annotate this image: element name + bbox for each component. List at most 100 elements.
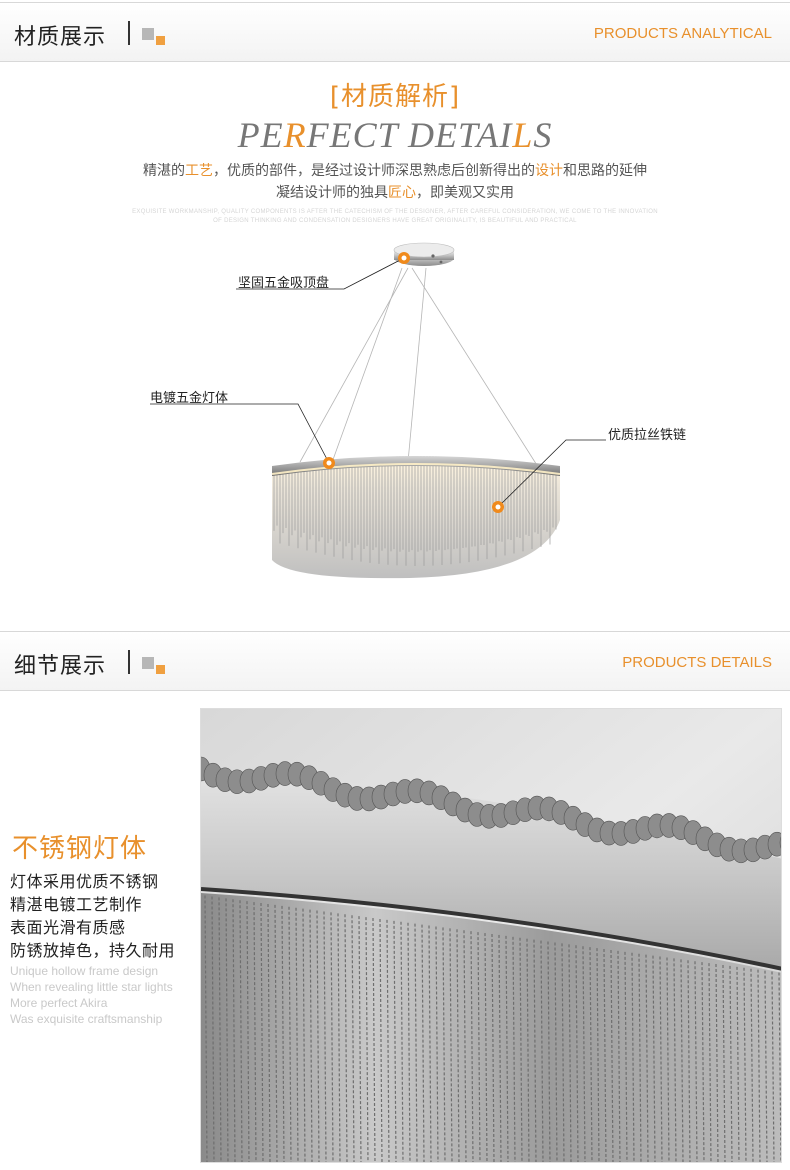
chandelier-illustration — [150, 242, 606, 579]
section-subtitle-en: PRODUCTS DETAILS — [622, 654, 772, 671]
curtain-chain — [372, 918, 376, 1162]
curtain-chain — [302, 908, 306, 1162]
curtain-chain — [379, 918, 383, 1162]
curtain-chain — [708, 963, 712, 1162]
curtain-chain — [582, 946, 586, 1162]
detail-line: 灯体采用优质不锈钢 — [10, 872, 159, 891]
desc-highlight: 设计 — [535, 163, 563, 179]
curtain-chain — [295, 907, 299, 1162]
curtain-chain — [750, 968, 754, 1162]
curtain-chain — [715, 964, 719, 1162]
detail-line: 表面光滑有质感 — [10, 918, 126, 937]
curtain-chain — [596, 948, 600, 1162]
curtain-chain — [540, 940, 544, 1162]
decor-square-gray — [142, 28, 154, 40]
curtain-chain — [673, 958, 677, 1162]
desc-text: ，即美观又实用 — [416, 185, 514, 201]
callout-lamp-body: 电镀五金灯体 — [150, 391, 229, 406]
curtain-chain — [218, 897, 222, 1162]
curtain-chain — [687, 960, 691, 1162]
curtain-chain — [386, 919, 390, 1162]
curtain-chain — [442, 927, 446, 1162]
curtain-chain — [554, 942, 558, 1162]
curtain-chain — [477, 932, 481, 1162]
chain-link — [767, 831, 781, 857]
curtain-chain — [225, 898, 229, 1162]
callout-lines — [150, 257, 606, 508]
curtain-chain — [701, 962, 705, 1162]
curtain-chain — [505, 935, 509, 1162]
title-part: FECT DETAI — [306, 115, 513, 155]
curtain-chain — [407, 922, 411, 1162]
curtain-chain — [610, 949, 614, 1162]
desc-text: ，优质的部件，是经过设计师深思熟虑后创新得出的 — [213, 163, 535, 179]
curtain-chain — [547, 941, 551, 1162]
curtain-chain — [680, 959, 684, 1162]
curtain-chain — [232, 899, 236, 1162]
desc-highlight: 工艺 — [185, 163, 213, 179]
title-divider — [128, 21, 130, 45]
curtain-chain — [533, 939, 537, 1162]
curtain-chain — [603, 949, 607, 1162]
chain-link — [779, 836, 781, 849]
suspension-cables — [299, 267, 541, 471]
detail-en-line: When revealing little star lights — [10, 980, 173, 994]
desc-text: 和思路的延伸 — [563, 163, 647, 179]
section-title: 材质展示 — [14, 25, 107, 50]
curtain-chain — [484, 933, 488, 1162]
curtain-chain — [281, 905, 285, 1162]
faint-english-line-2: OF DESIGN THINKING AND CONDENSATION DESI… — [213, 218, 577, 224]
detail-photo-graphic — [201, 709, 781, 1162]
curtain-chain — [659, 956, 663, 1162]
callout-chain: 优质拉丝铁链 — [608, 428, 687, 443]
curtain-chain — [358, 916, 362, 1162]
chain-fringe — [272, 456, 560, 579]
curtain-chain — [736, 966, 740, 1162]
lamp-ring — [271, 456, 561, 476]
curtain-chain — [239, 900, 243, 1162]
title-part: PE — [237, 115, 284, 155]
curtain-chain — [631, 952, 635, 1162]
decor-square-orange — [156, 36, 165, 45]
curtain-chain — [764, 970, 768, 1162]
detail-line: 防锈放掉色，持久耐用 — [10, 941, 176, 960]
curtain-chain — [526, 938, 530, 1162]
curtain-chain — [561, 943, 565, 1162]
title-part: S — [533, 115, 553, 155]
curtain-chain — [729, 965, 733, 1162]
section-subtitle-en: PRODUCTS ANALYTICAL — [593, 25, 772, 42]
curtain-chain — [274, 904, 278, 1162]
curtain-chain — [589, 947, 593, 1162]
detail-line: 精湛电镀工艺制作 — [10, 895, 143, 914]
curtain-chain — [743, 967, 747, 1162]
detail-en-line: More perfect Akira — [10, 996, 108, 1010]
curtain-chain — [288, 906, 292, 1162]
section-header-details: 细节展示 PRODUCTS DETAILS — [0, 631, 790, 691]
decor-square-gray — [142, 657, 154, 669]
curtain-chain — [330, 912, 334, 1162]
curtain-chain — [694, 961, 698, 1162]
desc-text: 凝结设计师的独具 — [276, 185, 388, 201]
detail-en-line: Unique hollow frame design — [10, 964, 159, 978]
faint-english-line-1: EXQUISITE WORKMANSHIP, QUALITY COMPONENT… — [132, 209, 658, 215]
detail-heading: 不锈钢灯体 — [12, 834, 148, 864]
curtain-chain — [498, 934, 502, 1162]
curtain-chain — [309, 909, 313, 1162]
curtain-chain — [253, 902, 257, 1162]
curtain-chain — [666, 957, 670, 1162]
section-header-materials: 材质展示 PRODUCTS ANALYTICAL — [0, 2, 790, 62]
curtain-chain — [722, 964, 726, 1162]
curtain-chain — [400, 921, 404, 1162]
desc-text: 精湛的 — [143, 163, 185, 179]
curtain-chain — [260, 903, 264, 1162]
curtain-chain — [267, 903, 271, 1162]
analysis-title: [材质解析] — [329, 82, 461, 112]
curtain-chain — [449, 928, 453, 1162]
curtain-chain — [246, 901, 250, 1162]
description-line-1: 精湛的工艺，优质的部件，是经过设计师深思熟虑后创新得出的设计和思路的延伸 — [0, 160, 790, 180]
callout-markers — [323, 252, 504, 513]
curtain-chain — [344, 914, 348, 1162]
curtain-chain — [757, 969, 761, 1162]
curtain-chain — [463, 930, 467, 1162]
perfect-details-title: PERFECT DETAILS — [0, 114, 790, 156]
